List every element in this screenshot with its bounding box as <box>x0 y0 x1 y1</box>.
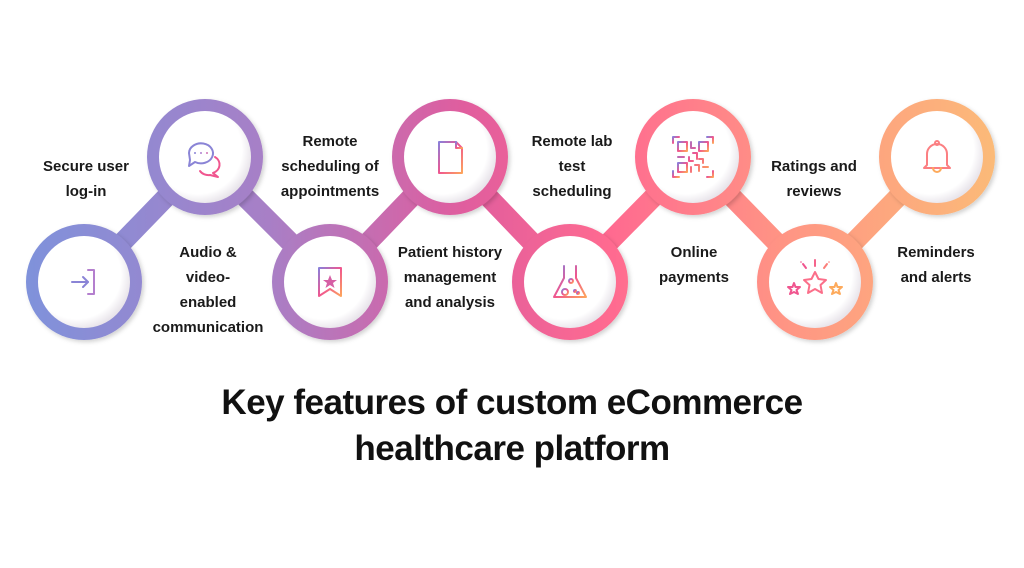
lab-flask-icon <box>553 265 587 298</box>
qr-code-icon <box>672 136 714 178</box>
login-arrow-icon <box>71 269 95 295</box>
chat-bubbles-icon <box>188 142 221 178</box>
feature-label-remote-lab: Remote lab test scheduling <box>531 133 613 200</box>
feature-label-online-payments: Online payments <box>658 244 730 286</box>
page-title: Key features of custom eCommerce healthc… <box>0 380 1024 472</box>
feature-label-audio-video: Audio & video- enabled communication <box>152 244 264 336</box>
bell-icon <box>923 140 951 173</box>
title-line-2: healthcare platform <box>354 429 670 468</box>
feature-label-patient-history: Patient history management and analysis <box>397 244 503 311</box>
medical-document-icon <box>438 141 463 174</box>
feature-label-secure-login: Secure user log-in <box>43 158 129 200</box>
title-line-1: Key features of custom eCommerce <box>221 383 803 422</box>
ring-inner-discs <box>38 111 983 328</box>
feature-label-remote-appointments: Remote scheduling of appointments <box>280 133 380 200</box>
bookmark-star-icon <box>318 267 342 297</box>
feature-label-reminders: Reminders and alerts <box>897 244 975 286</box>
rating-stars-icon <box>787 259 843 295</box>
feature-label-ratings: Ratings and reviews <box>771 158 857 200</box>
